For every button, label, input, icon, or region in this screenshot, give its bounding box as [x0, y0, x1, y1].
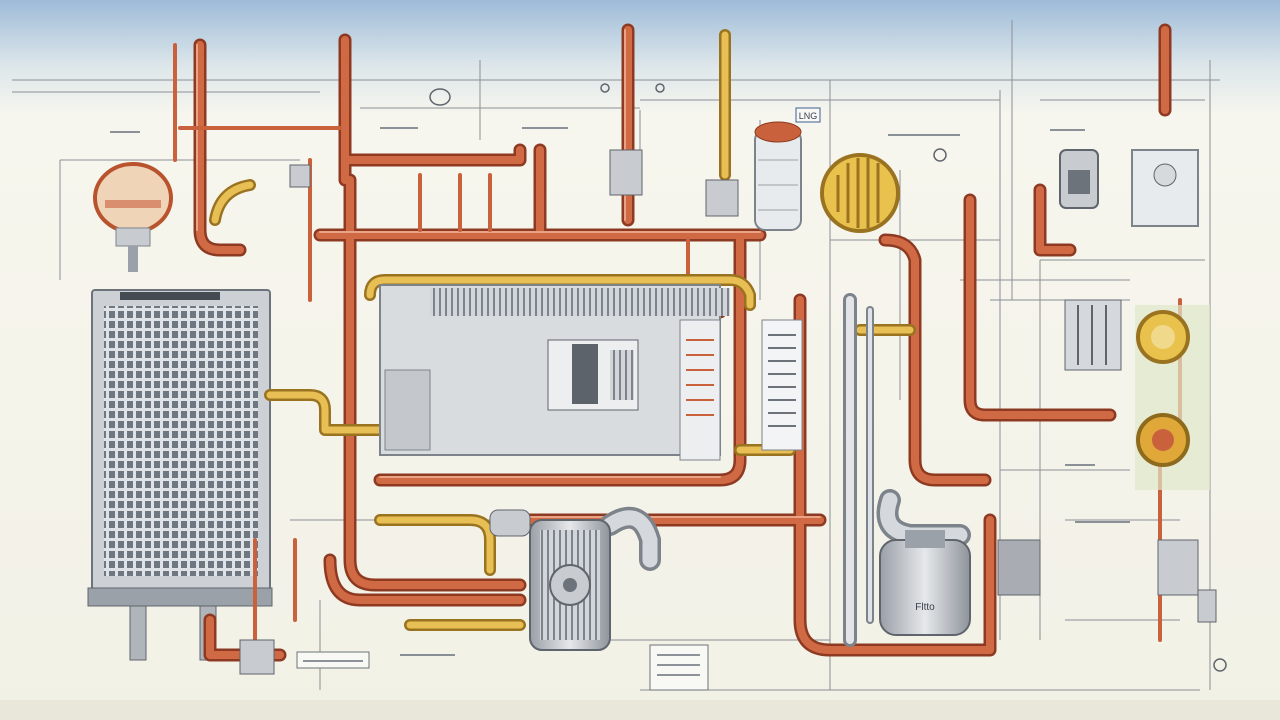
- meter-icon: [429, 83, 1227, 672]
- fan-grille-icon: [820, 153, 900, 233]
- valve-icon: [239, 149, 1217, 675]
- condenser-unit: [87, 289, 273, 661]
- pump-icon: [489, 509, 611, 651]
- refrigerant-pipes: [173, 23, 1182, 662]
- gauge-icon: [1135, 305, 1210, 490]
- unit-label: Fltto: [915, 602, 935, 613]
- duct-pipes: [599, 293, 971, 647]
- tank-icon: Fltto: [879, 530, 971, 636]
- floor-band: [0, 700, 1280, 720]
- control-panel: [761, 319, 803, 451]
- pressure-tank-icon: [93, 162, 173, 272]
- storage-tank-icon: [754, 121, 802, 231]
- air-handler-unit: [379, 284, 730, 461]
- lng-tag: LNG: [799, 111, 818, 121]
- label-plates: LNG: [110, 107, 1130, 691]
